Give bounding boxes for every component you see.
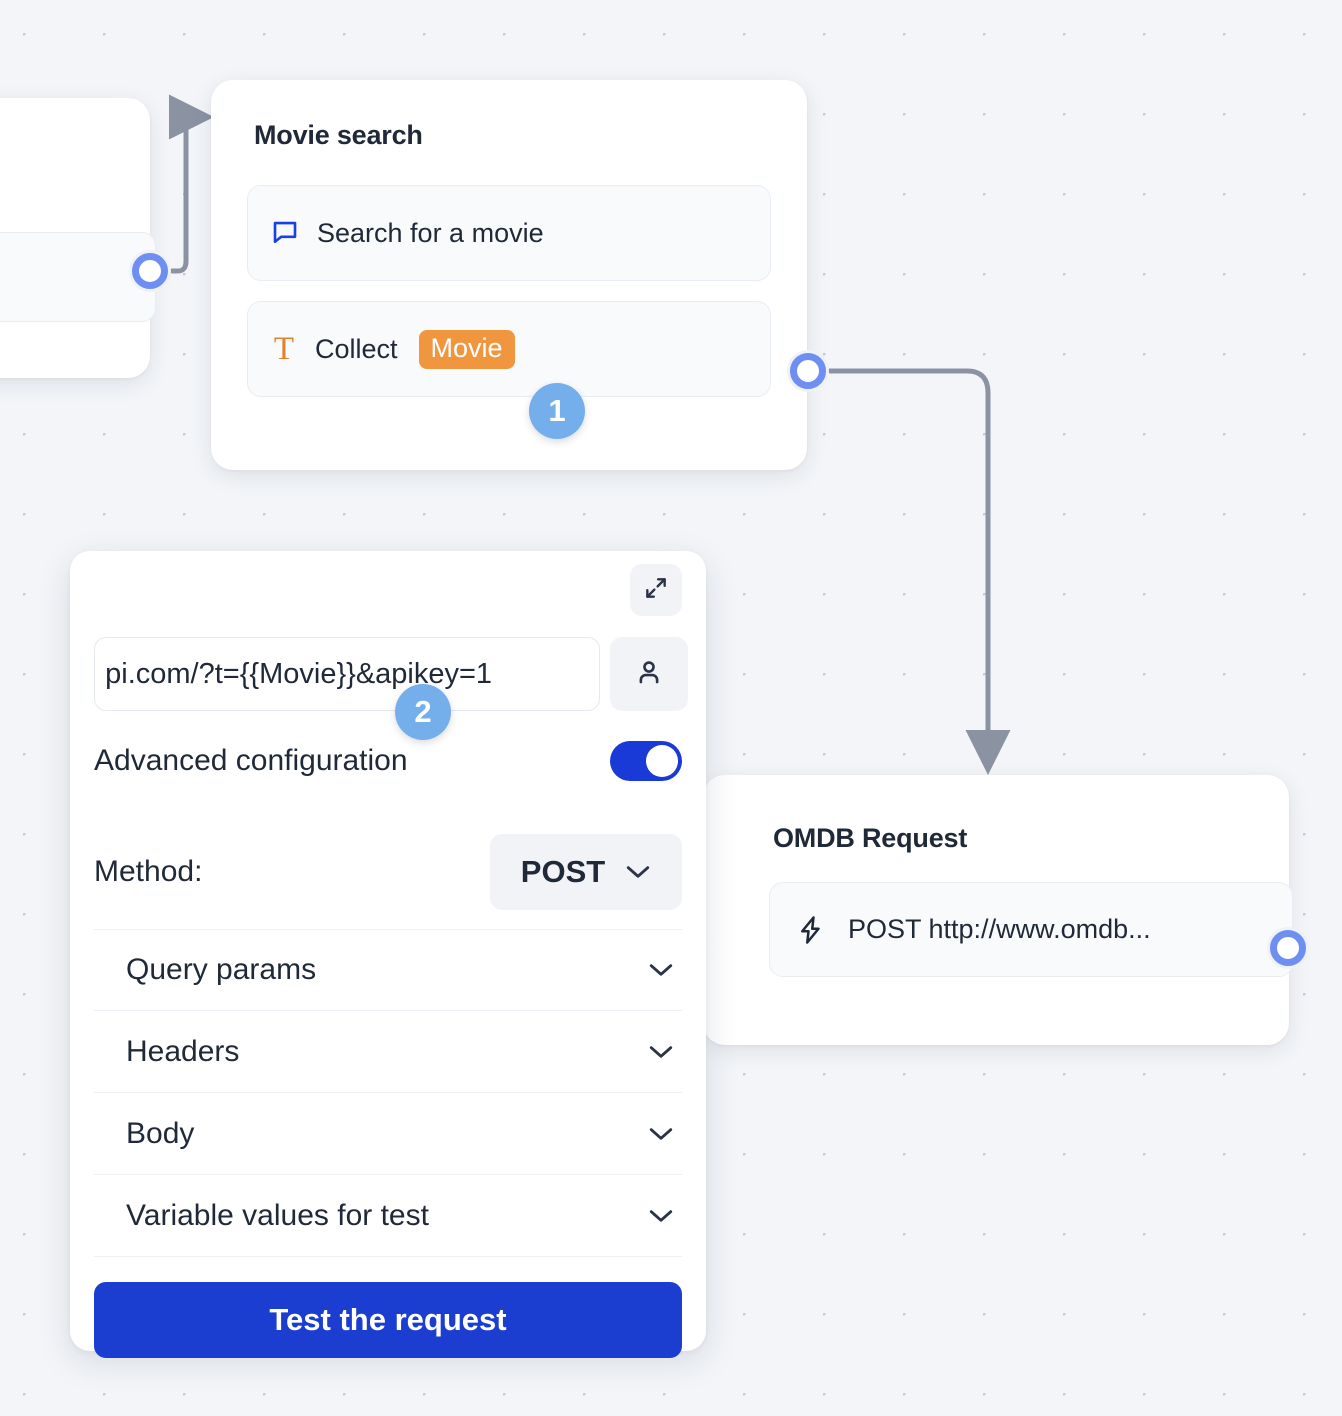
chevron-down-icon bbox=[625, 864, 651, 880]
port-movie-search-output[interactable] bbox=[787, 350, 829, 392]
partial-node[interactable] bbox=[0, 98, 156, 378]
advanced-configuration-toggle[interactable] bbox=[610, 741, 682, 781]
accordion-list: Query params Headers Body bbox=[94, 929, 682, 1257]
node-row-label: Collect bbox=[315, 333, 398, 364]
chat-bubble-icon bbox=[270, 218, 300, 248]
node-row-collect-movie[interactable]: T Collect Movie bbox=[247, 301, 771, 397]
accordion-label: Headers bbox=[126, 1034, 240, 1068]
method-select[interactable]: POST bbox=[490, 834, 682, 910]
advanced-configuration-label: Advanced configuration bbox=[94, 744, 408, 777]
node-movie-search[interactable]: Movie search Search for a movie T Collec… bbox=[211, 80, 807, 470]
url-field-row[interactable] bbox=[94, 637, 688, 711]
accordion-body[interactable]: Body bbox=[94, 1093, 682, 1175]
accordion-label: Query params bbox=[126, 953, 317, 986]
chevron-down-icon bbox=[648, 1126, 674, 1142]
node-row-label: Search for a movie bbox=[317, 217, 544, 248]
accordion-headers[interactable]: Headers bbox=[94, 1011, 682, 1093]
variable-chip-movie[interactable]: Movie bbox=[418, 329, 515, 369]
accordion-label: Body bbox=[126, 1116, 195, 1150]
node-row-search-for-a-movie[interactable]: Search for a movie bbox=[247, 185, 771, 281]
port-partial-output[interactable] bbox=[129, 250, 171, 292]
accordion-query-params[interactable]: Query params bbox=[94, 929, 682, 1011]
method-label: Method: bbox=[94, 855, 203, 888]
lightning-bolt-icon bbox=[796, 913, 826, 947]
node-omdb-request[interactable]: OMDB Request POST http://www.omdb... bbox=[687, 775, 1293, 1045]
node-row-label: POST http://www.omdb... bbox=[848, 914, 1151, 944]
accordion-label: Variable values for test bbox=[126, 1198, 429, 1232]
expand-panel-button[interactable] bbox=[630, 564, 682, 616]
request-url-input[interactable] bbox=[94, 637, 600, 711]
step-badge-2: 2 bbox=[395, 684, 451, 740]
accordion-variable-values-for-test[interactable]: Variable values for test bbox=[94, 1175, 682, 1257]
text-t-icon: T bbox=[273, 330, 295, 367]
step-badge-1: 1 bbox=[529, 383, 585, 439]
test-the-request-button[interactable]: Test the request bbox=[94, 1282, 682, 1358]
method-row: Method: POST bbox=[94, 834, 682, 910]
advanced-configuration-row[interactable]: Advanced configuration bbox=[94, 741, 682, 781]
chevron-down-icon bbox=[648, 1208, 674, 1224]
request-config-panel[interactable]: Advanced configuration Method: POST Quer… bbox=[70, 551, 706, 1351]
chevron-down-icon bbox=[648, 1044, 674, 1060]
method-selected-value: POST bbox=[520, 854, 606, 889]
expand-diagonal-icon bbox=[643, 575, 669, 606]
person-icon bbox=[634, 657, 664, 692]
chevron-down-icon bbox=[648, 962, 674, 978]
node-title-movie-search: Movie search bbox=[254, 120, 423, 150]
auth-user-button[interactable] bbox=[610, 637, 688, 711]
node-title-omdb-request: OMDB Request bbox=[773, 823, 968, 853]
port-omdb-request-output[interactable] bbox=[1267, 927, 1309, 969]
node-row-post-request[interactable]: POST http://www.omdb... bbox=[769, 882, 1293, 977]
